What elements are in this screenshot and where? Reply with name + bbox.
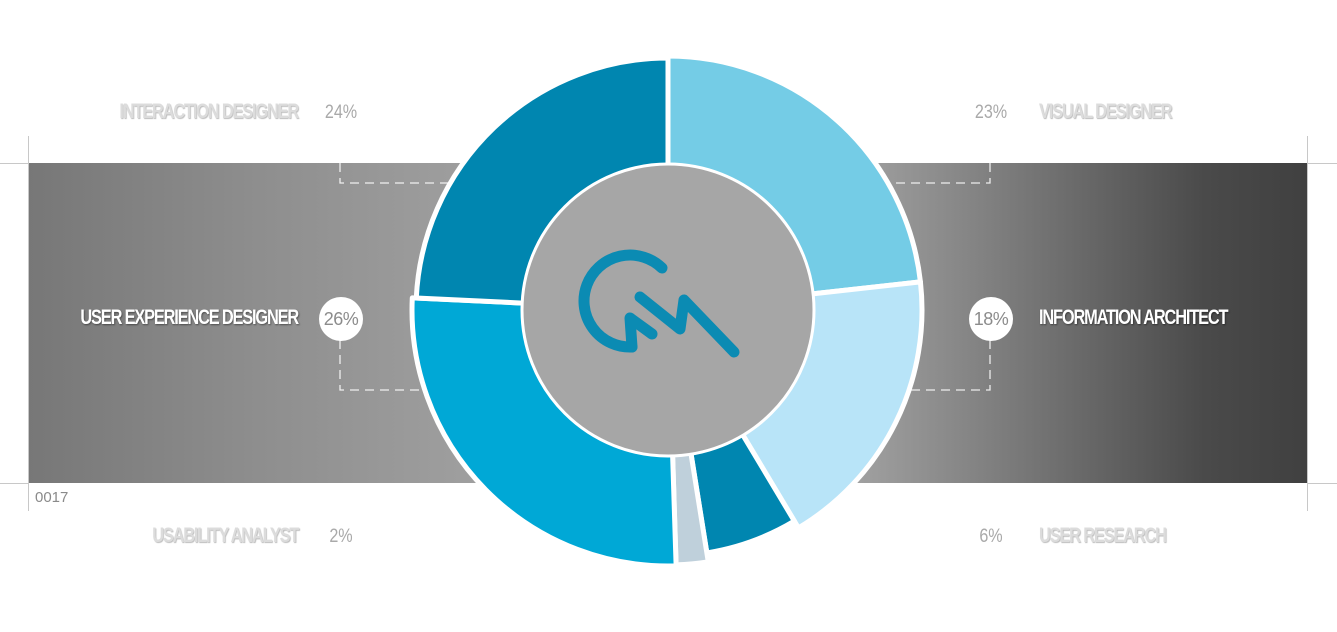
label-information-architect: Information Architect bbox=[1039, 306, 1229, 329]
frame-line-right bbox=[1307, 136, 1308, 511]
frame-line-left bbox=[28, 136, 29, 511]
percent-visual-designer: 23% bbox=[974, 102, 1008, 123]
label-visual-designer: Visual Designer bbox=[1039, 100, 1172, 123]
donut-center bbox=[520, 162, 816, 458]
percent-user-research: 6% bbox=[979, 526, 1003, 547]
label-user-research: User Research bbox=[1039, 524, 1167, 547]
label-usability-analyst: Usability Analyst bbox=[151, 524, 299, 547]
frame-tick-left bbox=[0, 163, 28, 164]
frame-tick-bottom-left bbox=[0, 483, 28, 484]
percent-usability-analyst: 2% bbox=[329, 526, 353, 547]
label-interaction-designer: Interaction Designer bbox=[119, 100, 299, 123]
label-user-experience-designer: User Experience Designer bbox=[80, 306, 299, 329]
frame-tick-right bbox=[1307, 163, 1337, 164]
percent-badge-user-experience-designer: 26% bbox=[319, 297, 363, 341]
donut-slices bbox=[409, 53, 925, 569]
percent-badge-information-architect: 18% bbox=[969, 297, 1013, 341]
frame-tick-bottom-right bbox=[1307, 483, 1337, 484]
percent-interaction-designer: 24% bbox=[324, 102, 358, 123]
footer-code: 0017 bbox=[35, 489, 69, 506]
ga-monogram-icon bbox=[578, 249, 740, 358]
